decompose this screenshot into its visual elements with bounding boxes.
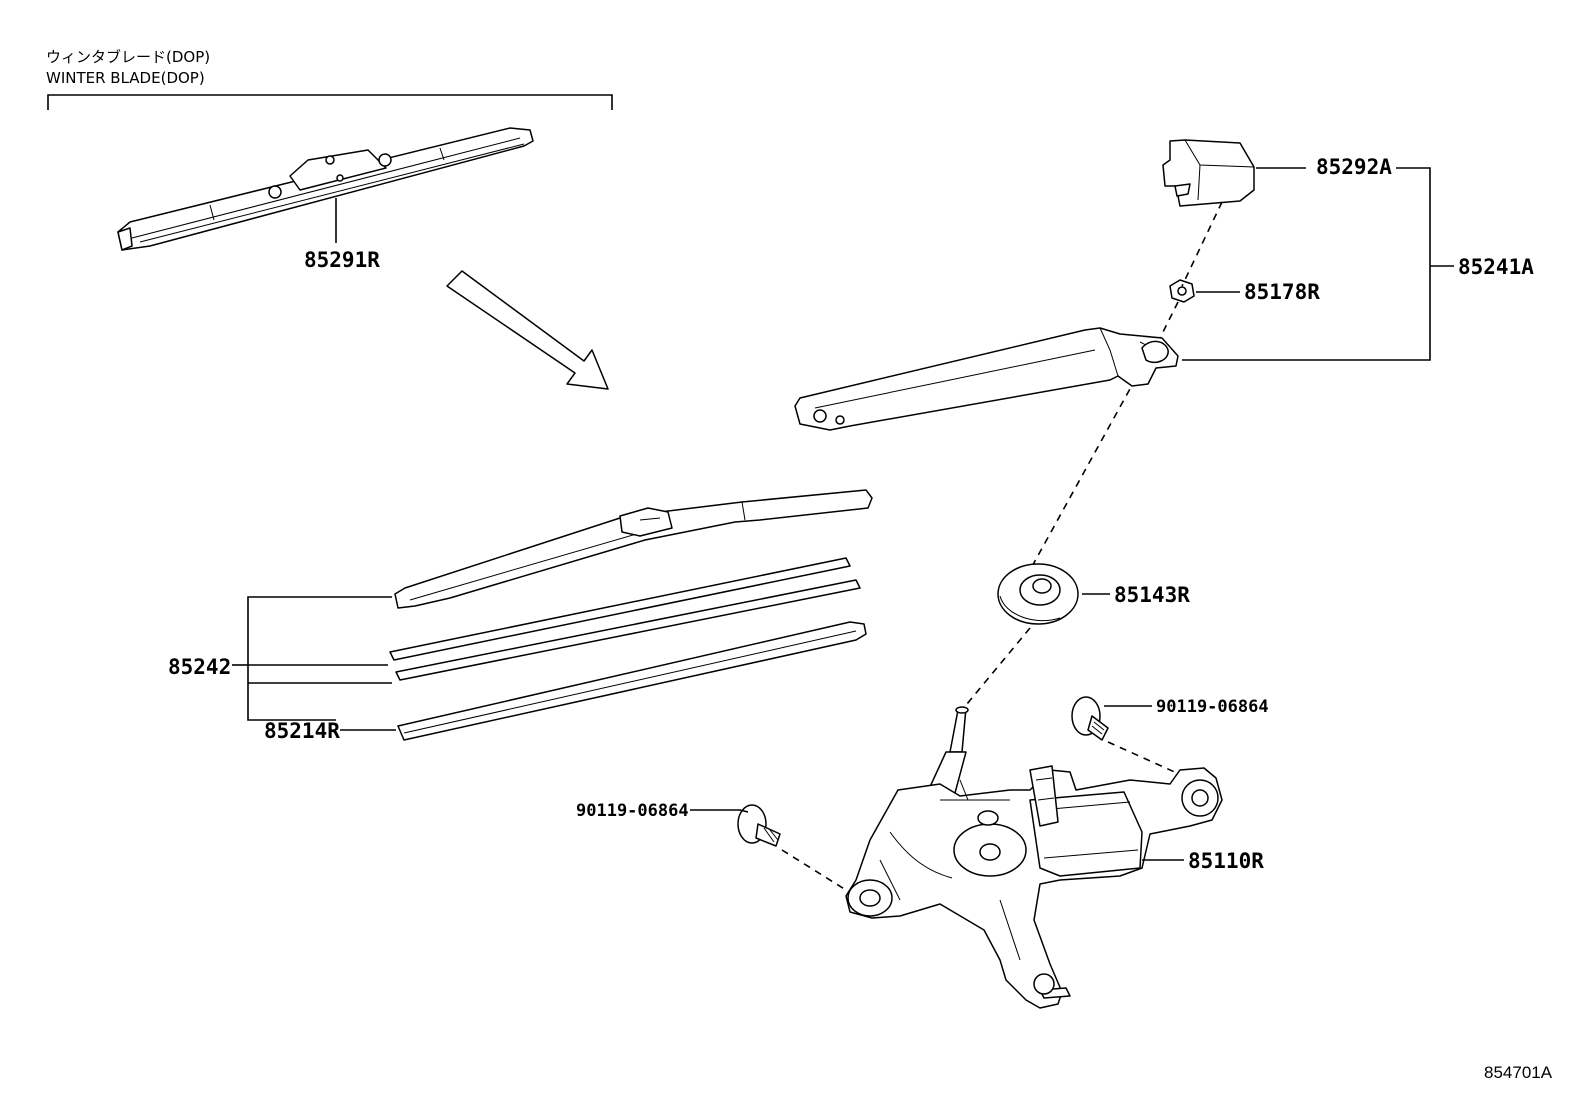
callout-85292A: 85292A [1316, 155, 1392, 179]
callout-85291R: 85291R [304, 248, 380, 272]
callout-85214R: 85214R [264, 719, 340, 743]
nut-part[interactable] [1169, 279, 1195, 303]
reference-number: 854701A [1484, 1063, 1553, 1082]
callout-85242: 85242 [168, 655, 231, 679]
wiper-blade-part[interactable] [394, 489, 873, 609]
callout-85143R: 85143R [1114, 583, 1190, 607]
grommet-part[interactable] [997, 563, 1079, 625]
bolt-left-part[interactable] [737, 804, 781, 847]
blade-rubber-part[interactable] [397, 621, 867, 741]
header-title-jp: ウィンタブレード(DOP) [46, 48, 210, 66]
callout-90119-06864-left: 90119-06864 [576, 801, 689, 821]
callout-90119-06864-right: 90119-06864 [1156, 697, 1269, 717]
wiper-motor-part[interactable] [845, 706, 1223, 1009]
callout-85178R: 85178R [1244, 280, 1320, 304]
arm-cap-part[interactable] [1162, 139, 1255, 207]
header-bracket [47, 94, 613, 110]
header-title-en: WINTER BLADE(DOP) [46, 69, 205, 87]
bolt-right-part[interactable] [1071, 696, 1109, 741]
winter-blade-part[interactable] [117, 127, 534, 251]
callout-85110R: 85110R [1188, 849, 1264, 873]
blade-strip-upper[interactable] [389, 557, 851, 661]
callout-85241A: 85241A [1458, 255, 1534, 279]
wiper-arm-part[interactable] [794, 327, 1179, 431]
blade-strip-lower[interactable] [395, 579, 861, 681]
direction-arrow [446, 270, 609, 390]
